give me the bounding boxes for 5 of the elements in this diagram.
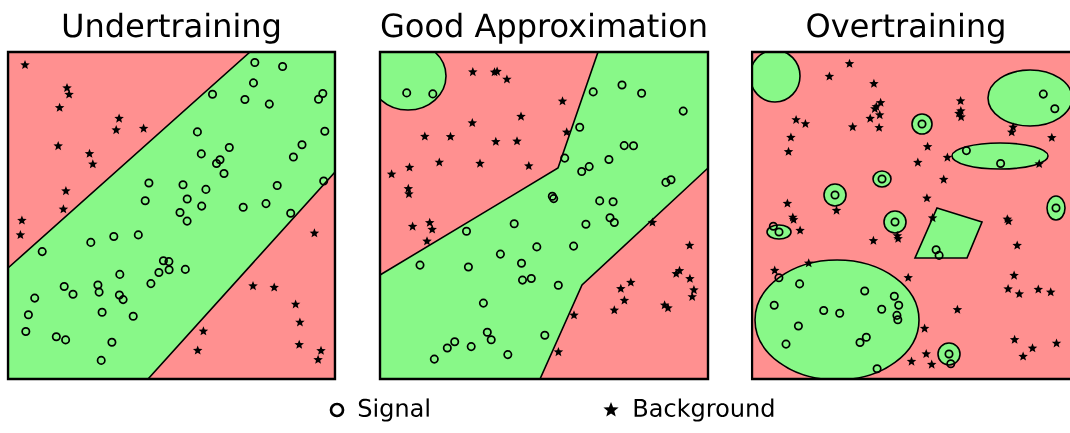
panel-title: Good Approximation bbox=[381, 12, 706, 44]
legend-label: Background bbox=[634, 398, 774, 422]
panel-title: Undertraining bbox=[63, 12, 280, 44]
legend-label: Signal bbox=[358, 398, 429, 422]
panel-title: Overtraining bbox=[807, 12, 1004, 44]
